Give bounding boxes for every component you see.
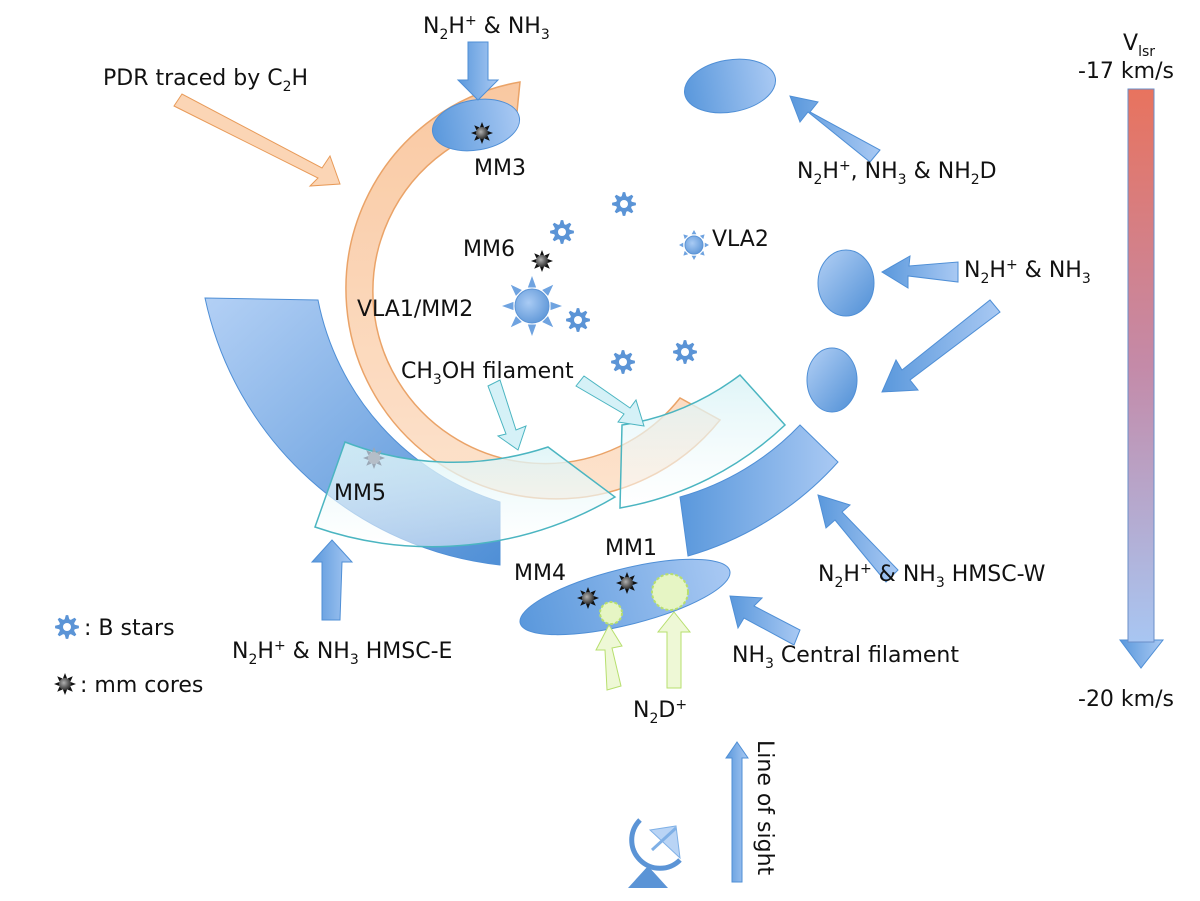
label-central-filament: NH3 Central filament	[732, 643, 959, 672]
label-mm6: MM6	[463, 237, 515, 262]
label-mm1: MM1	[605, 536, 657, 561]
label-vla2: VLA2	[712, 227, 769, 252]
n2d-blob-large	[651, 573, 689, 611]
clump-lower-right	[806, 347, 858, 413]
n2d-blob-small	[599, 601, 623, 625]
b-stars	[55, 192, 697, 639]
velocity-bar	[1127, 88, 1155, 643]
mm-core-icon	[54, 673, 76, 695]
ch3oh-arc-right	[619, 373, 787, 509]
nh2d-clump	[683, 58, 777, 114]
label-top-right-tracer: N2H+, NH3 & NH2D	[797, 158, 997, 188]
mm-core-icon	[616, 572, 638, 594]
label-hmsc-e: N2H+ & NH3 HMSC-E	[232, 638, 452, 668]
vla1-source-icon	[502, 276, 562, 336]
label-n2d: N2D+	[633, 697, 687, 727]
label-vla1: VLA1/MM2	[357, 297, 473, 322]
b-star-icon	[611, 350, 635, 374]
label-pdr: PDR traced by C2H	[103, 66, 308, 95]
mm-core-icon	[531, 250, 553, 272]
b-star-icon	[673, 340, 697, 364]
label-mm5: MM5	[334, 481, 386, 506]
arrow-ch3oh-right	[575, 375, 645, 427]
b-star-icon	[55, 615, 79, 639]
arrow-lower-right-tracer	[881, 299, 1001, 393]
hmsc-w-arc	[679, 424, 839, 557]
arrow-mid-right-tracer	[881, 255, 959, 289]
ch3oh-arc-left	[314, 441, 617, 548]
legend-b-stars: : B stars	[84, 616, 175, 641]
label-hmsc-w: N2H+ & NH3 HMSC-W	[818, 561, 1046, 591]
arrow-n2d-right	[656, 611, 692, 689]
arrow-n2d-left	[595, 623, 623, 691]
label-ch3oh: CH3OH filament	[401, 359, 574, 388]
vla2-source-icon	[679, 230, 709, 260]
arrow-ch3oh-left	[487, 379, 527, 451]
mm3-clump	[431, 98, 521, 152]
arrow-hmsc-e	[310, 539, 354, 621]
legend-mm-cores: : mm cores	[80, 673, 203, 698]
arrow-central	[729, 595, 801, 646]
mm-core-icon	[363, 447, 385, 469]
mm-core-icon	[577, 587, 599, 609]
arrow-pdr	[173, 93, 341, 187]
telescope-icon	[628, 818, 682, 888]
b-star-icon	[550, 220, 574, 244]
b-star-icon	[612, 192, 636, 216]
line-of-sight-label: Line of sight	[752, 740, 777, 876]
velocity-top-value: -17 km/s	[1078, 59, 1174, 84]
arrow-top-right-tracer	[789, 95, 881, 163]
mm-core-icon	[471, 122, 493, 144]
b-star-icon	[566, 308, 590, 332]
arrow-line-of-sight	[725, 741, 749, 883]
label-top-tracer: N2H+ & NH3	[423, 13, 550, 43]
clump-upper-right	[817, 249, 875, 317]
velocity-title: Vlsr	[1123, 31, 1155, 60]
label-mid-right-tracer: N2H+ & NH3	[964, 257, 1091, 287]
label-mm3: MM3	[474, 156, 526, 181]
arrow-velocity-head	[1119, 639, 1165, 669]
arrow-hmsc-w	[817, 494, 899, 583]
arrow-top-tracer	[456, 41, 500, 101]
velocity-bottom-value: -20 km/s	[1078, 687, 1174, 712]
label-mm4: MM4	[514, 561, 566, 586]
